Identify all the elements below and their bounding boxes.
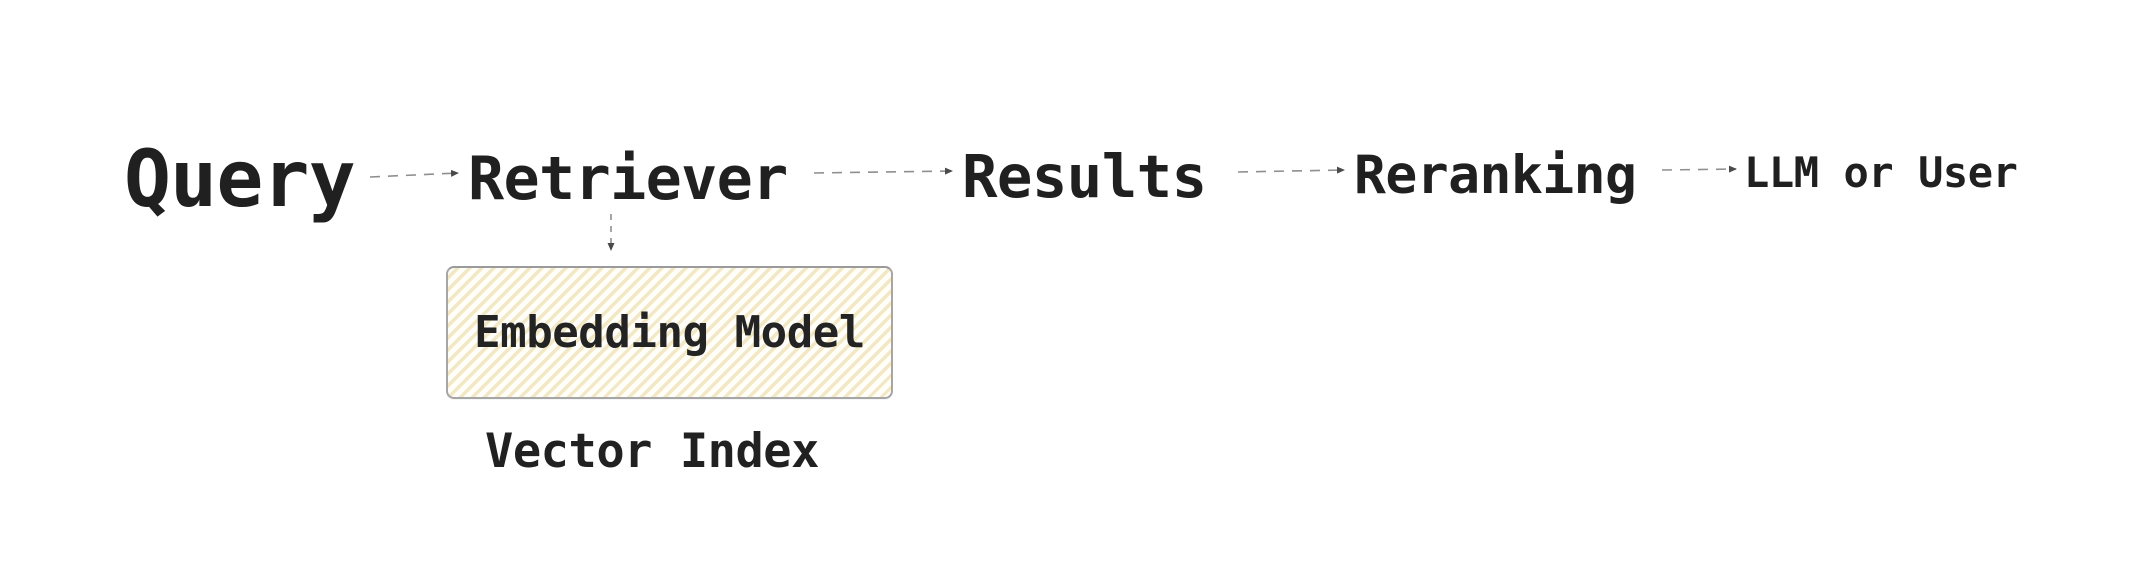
vector-index-caption: Vector Index (485, 424, 819, 479)
node-reranking: Reranking (1354, 145, 1637, 206)
node-retriever: Retriever (468, 144, 788, 214)
embedding-model-box: Embedding Model (446, 266, 893, 399)
arrow-retriever-to-results (813, 167, 953, 175)
node-results: Results (962, 142, 1207, 211)
arrow-results-to-reranking (1237, 166, 1345, 174)
arrow-reranking-to-llm (1661, 165, 1737, 173)
node-llm-or-user: LLM or User (1744, 148, 2018, 197)
arrow-query-to-retriever (369, 169, 459, 178)
node-query: Query (124, 135, 356, 225)
embedding-model-label: Embedding Model (474, 306, 865, 358)
